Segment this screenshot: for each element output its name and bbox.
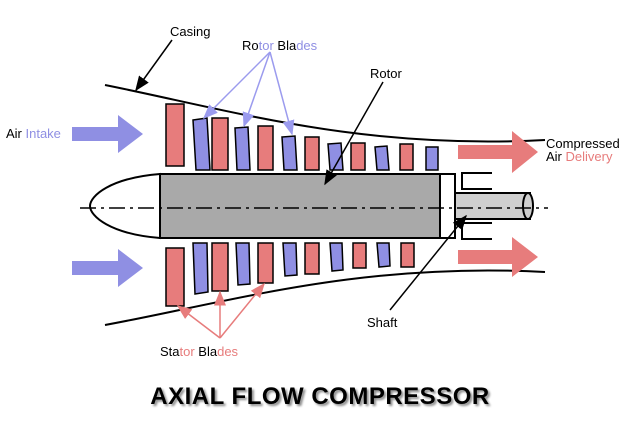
rotor-label: Rotor (370, 66, 402, 81)
stator-blade-pointer (176, 305, 221, 339)
shaft-pointer (389, 214, 467, 311)
nose-cone (88, 172, 161, 240)
stator-blade (211, 242, 229, 292)
delivery-arrow-lower (458, 237, 538, 277)
page-title: AXIAL FLOW COMPRESSOR (150, 383, 489, 410)
rotor-blade (281, 135, 298, 171)
stator-blade (165, 247, 185, 307)
casing-label: Casing (170, 24, 210, 39)
rotor-blade (376, 242, 391, 268)
stator-blades-label: Stator Blades (160, 344, 239, 359)
stator-blade (257, 125, 274, 171)
rotor-blade (425, 146, 439, 171)
rotor-blade (327, 142, 344, 171)
rotor-blade (329, 242, 344, 272)
rotor-blade (192, 117, 211, 171)
stator-blade (400, 242, 415, 268)
stator-blade (350, 142, 366, 171)
rotor-pointer (324, 81, 384, 186)
casing-bottom-line (104, 269, 546, 326)
stator-blade-pointer (219, 282, 265, 339)
rotor-blade-pointer (242, 51, 271, 128)
outlet-vane-top (461, 172, 492, 190)
outlet-vane-bottom (461, 222, 492, 240)
compressed-label: Compressed (546, 136, 620, 151)
rotor-blade (192, 242, 209, 295)
air-intake-label: Air Intake (6, 126, 61, 141)
rotor-blade-pointer (269, 51, 295, 136)
rotor-blade (282, 242, 298, 277)
stator-blade (304, 242, 320, 275)
shaft-label: Shaft (367, 315, 398, 330)
rotor-drum (159, 173, 446, 239)
air-intake-arrow-lower (72, 249, 143, 287)
stator-blade (399, 143, 414, 171)
casing-top-line (104, 84, 546, 143)
casing-pointer (135, 39, 173, 92)
lower-blades (165, 242, 415, 307)
upper-blades (165, 103, 439, 171)
delivery-arrow-upper (458, 131, 538, 173)
stator-blade (257, 242, 274, 284)
rotor-blades-label: Rotor Blades (242, 38, 318, 53)
stator-blade (211, 117, 229, 171)
rotor-drum-end (439, 173, 456, 239)
air-intake-arrow-upper (72, 115, 143, 153)
rotor-blade (374, 145, 390, 171)
rotor-blade (234, 126, 251, 171)
stator-blade (304, 136, 320, 171)
rotor-blade-pointer (202, 51, 271, 120)
air-delivery-label: Air Delivery (546, 149, 613, 164)
shaft-end (522, 192, 534, 220)
stator-blade (352, 242, 367, 269)
stator-blade (165, 103, 185, 167)
rotor-blade (235, 242, 251, 286)
